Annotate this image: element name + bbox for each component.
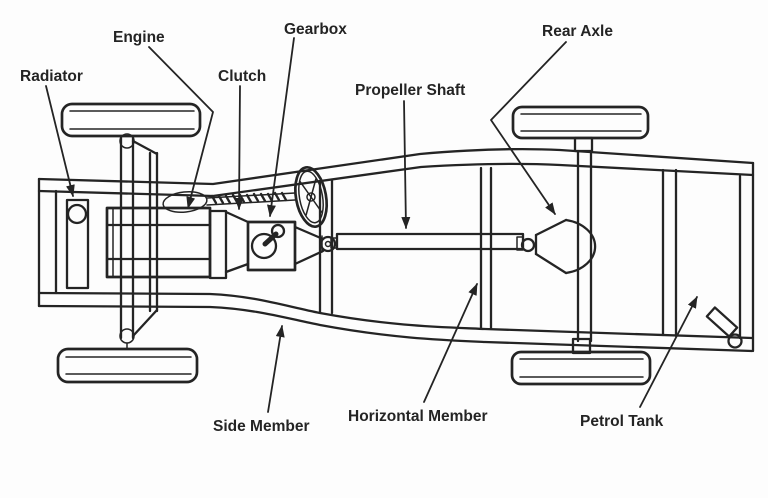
propeller-shaft [330, 232, 536, 253]
gearbox [246, 220, 337, 272]
front-cross-member [37, 177, 58, 308]
front-wheel-top [60, 102, 202, 138]
rear-axle-label: Rear Axle [542, 23, 613, 40]
petrol-tank-label: Petrol Tank [580, 413, 664, 430]
petrol-tank-pointer [639, 296, 698, 408]
engine-pointer [148, 46, 214, 209]
gearbox-pointer [267, 37, 295, 217]
rear-axle-pointer [490, 41, 567, 215]
differential-housing [534, 218, 597, 275]
gearbox-label: Gearbox [284, 21, 347, 38]
horizontal-member-pointer [423, 283, 478, 403]
front-wheel-bottom [56, 347, 199, 384]
engine [105, 191, 296, 280]
side-member-pointer [267, 325, 285, 413]
side-member-label: Side Member [213, 418, 309, 435]
gear-lever [250, 223, 286, 260]
cross-member-rear [661, 168, 678, 338]
clutch-pointer [234, 85, 244, 210]
rear-end-cross-member [738, 161, 755, 353]
petrol-filler-neck [705, 306, 743, 349]
bottom-side-member [37, 291, 754, 353]
radiator-pointer [45, 85, 75, 197]
engine-label: Engine [113, 29, 165, 46]
clutch-housing [224, 210, 250, 274]
propeller-shaft-label: Propeller Shaft [355, 82, 465, 99]
rear-axle-assembly [534, 149, 597, 343]
radiator [65, 198, 90, 290]
rear-wheel-top [511, 105, 650, 153]
labels: Radiator Engine Clutch Gearbox Propeller… [20, 21, 664, 435]
radiator-label: Radiator [20, 68, 83, 85]
universal-joint-front [319, 235, 337, 253]
steering-wheel [293, 165, 329, 229]
front-axle [119, 133, 159, 350]
horizontal-member-label: Horizontal Member [348, 408, 488, 425]
chassis-frame [37, 147, 755, 353]
clutch-label: Clutch [218, 68, 266, 85]
top-side-member [37, 147, 755, 198]
propeller-shaft-pointer [401, 100, 411, 229]
universal-joint-rear [520, 237, 536, 253]
cross-member-at-gearbox [318, 178, 334, 315]
pointers [45, 37, 698, 413]
rear-wheel-bottom [510, 337, 652, 386]
